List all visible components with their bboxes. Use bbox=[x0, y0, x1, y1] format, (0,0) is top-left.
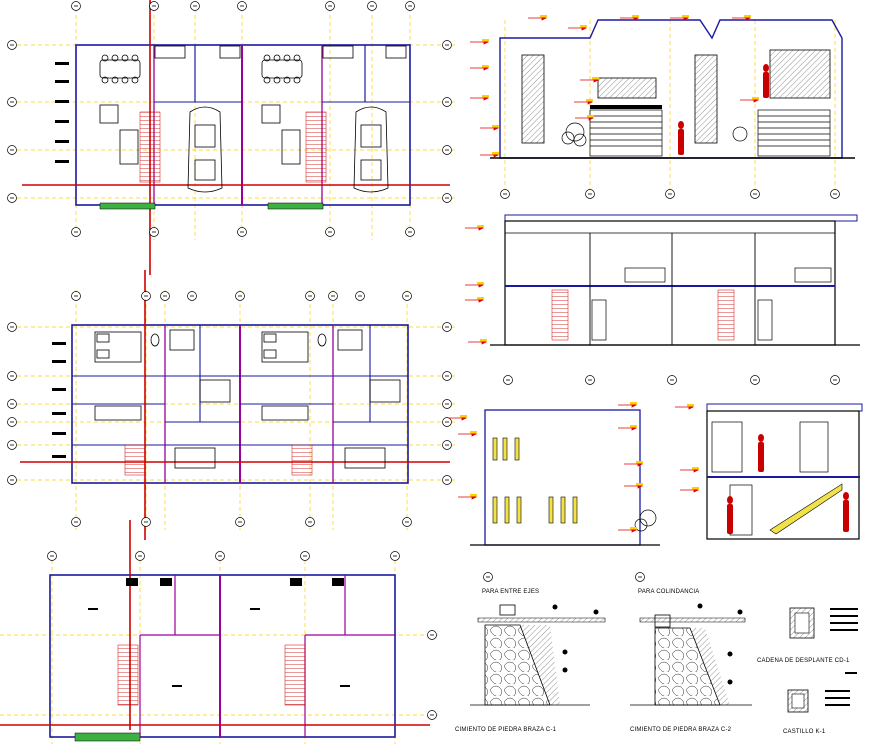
label-between-axes: PARA ENTRE EJES bbox=[482, 589, 540, 595]
label-chain-beam: CADENA DE DESPLANTE CD-1 bbox=[757, 658, 850, 664]
upper-floor-plan bbox=[7, 270, 455, 540]
side-elevation bbox=[447, 401, 660, 582]
label-castillo: CASTILLO K-1 bbox=[783, 729, 826, 735]
castillo-detail bbox=[787, 689, 850, 713]
ground-floor-plan bbox=[7, 0, 455, 275]
front-elevation bbox=[469, 14, 855, 199]
footing-detail-2 bbox=[630, 603, 752, 706]
chain-beam-detail bbox=[789, 607, 858, 674]
footing-detail-1 bbox=[470, 604, 606, 706]
label-footing-c1: CIMIENTO DE PIEDRA BRAZA C-1 bbox=[455, 727, 557, 733]
longitudinal-section bbox=[464, 214, 860, 385]
label-boundary: PARA COLINDANCIA bbox=[638, 589, 700, 595]
cross-section bbox=[674, 403, 863, 540]
label-footing-c2: CIMIENTO DE PIEDRA BRAZA C-2 bbox=[630, 727, 732, 733]
foundation-plan bbox=[0, 520, 440, 744]
